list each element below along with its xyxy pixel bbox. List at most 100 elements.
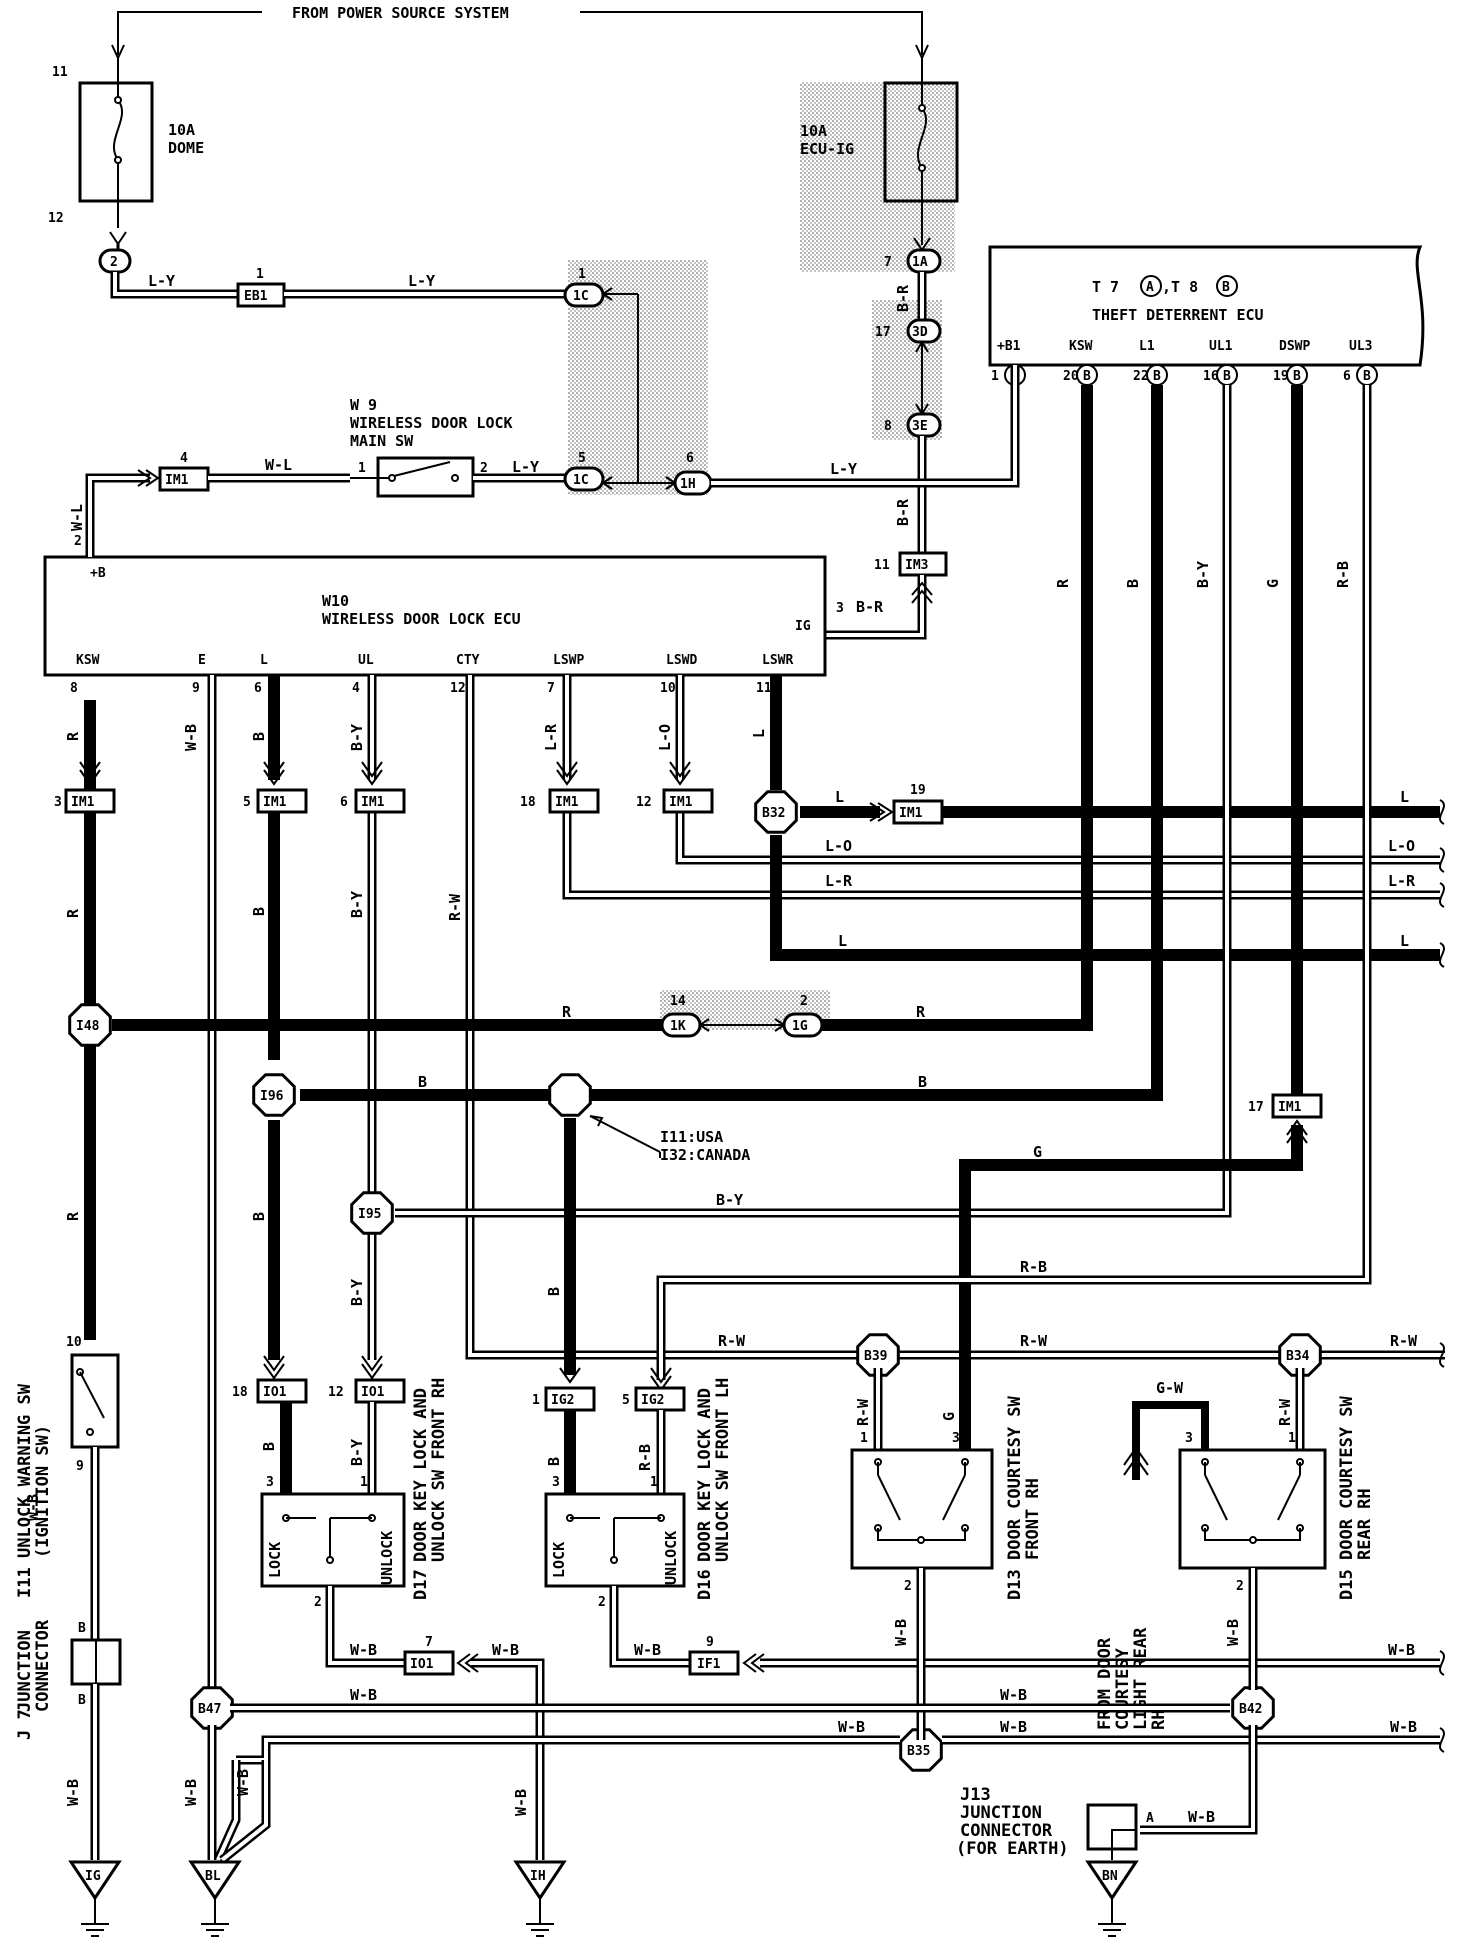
theft-code-a: A xyxy=(1146,280,1154,295)
im1-a-label: IM1 xyxy=(71,795,95,810)
wl-rw-d15: R-W xyxy=(1276,1398,1294,1426)
plusb-pin: 2 xyxy=(74,534,82,549)
ecu-ig-rating: 10A xyxy=(800,122,827,140)
wl-wb-g4: W-B xyxy=(1000,1718,1027,1736)
wl-l-4: L xyxy=(838,932,847,950)
im1-e-pin: 12 xyxy=(636,795,652,810)
d15-line1: DOOR COURTESY SW xyxy=(1337,1395,1357,1560)
im1-g-label: IM1 xyxy=(1278,1100,1302,1115)
note: I11:USA I32:CANADA xyxy=(589,1115,750,1164)
theft-pin-conn: B xyxy=(1083,369,1091,384)
d13-switch: R-W G 1 3 2 W-B D13 DOOR COURTESY SW FRO… xyxy=(850,1368,1043,1740)
d13-id: D13 xyxy=(1005,1569,1025,1600)
ig2-b-label: IG2 xyxy=(641,1393,664,1408)
wl-wb-g1: W-B xyxy=(350,1686,377,1704)
edge-mark xyxy=(1439,1650,1445,1676)
wl-by-5: B-Y xyxy=(716,1191,743,1209)
note-line1: I11:USA xyxy=(660,1128,723,1146)
im1-f-label: IM1 xyxy=(899,806,923,821)
wdl-pin-num: 9 xyxy=(192,681,200,696)
io1-c-label: IO1 xyxy=(410,1657,434,1672)
junction-b35 xyxy=(899,1728,943,1772)
wl-r-3: R xyxy=(64,1211,82,1221)
d17-id: D17 xyxy=(411,1569,431,1600)
c1c-top: 1C 1 xyxy=(563,267,639,483)
theft-pin-conn: B xyxy=(1363,369,1371,384)
ground-bl-symbol xyxy=(188,1860,242,1901)
eb1-pin: 1 xyxy=(256,267,264,282)
im1-top-label: IM1 xyxy=(165,473,189,488)
i11-pin-bot: 9 xyxy=(76,1459,84,1474)
theft-pin-num: 1 xyxy=(991,369,999,384)
dome-pin-out: 12 xyxy=(48,211,64,226)
wdl-pin-name: LSWR xyxy=(762,653,793,668)
i11-pin-top: 10 xyxy=(66,1335,82,1350)
ecu-ig-shade xyxy=(800,82,955,272)
theft-pin-name: L1 xyxy=(1139,339,1155,354)
j7-pin-top: B xyxy=(78,1621,86,1636)
wl-lr-1: L-R xyxy=(542,723,560,751)
wl-wb-j13: W-B xyxy=(1188,1808,1215,1826)
wl-rb-2: R-B xyxy=(1020,1258,1047,1276)
wl-lo-3: L-O xyxy=(1388,837,1415,855)
junction-label: B47 xyxy=(198,1702,221,1717)
c1h-pin: 6 xyxy=(686,451,694,466)
wl-l-1: L xyxy=(750,729,768,738)
d16-p3: 3 xyxy=(552,1475,560,1490)
c1h-label: 1H xyxy=(680,477,696,492)
theft-pin-name: UL1 xyxy=(1209,339,1233,354)
im1-e-label: IM1 xyxy=(669,795,693,810)
power-source-line: FROM POWER SOURCE SYSTEM xyxy=(111,4,929,61)
theft-pin-conn: B xyxy=(1223,369,1231,384)
junction-label: B34 xyxy=(1286,1349,1310,1364)
c2-label: 2 xyxy=(110,255,118,270)
wl-lr-2: L-R xyxy=(825,872,853,890)
main-sw-pin1: 1 xyxy=(358,461,366,476)
rear-line1: FROM DOOR xyxy=(1095,1637,1115,1730)
wl-l-3: L xyxy=(1400,788,1409,806)
main-sw-pin2: 2 xyxy=(480,461,488,476)
d16-lock: LOCK xyxy=(550,1542,568,1578)
wl-by-1: B-Y xyxy=(348,724,366,751)
j7-connector: B B W-B J 7 JUNCTION CONNECTOR xyxy=(15,1619,122,1860)
io1-b-label: IO1 xyxy=(361,1385,385,1400)
c1g-pin: 2 xyxy=(800,994,808,1009)
d17-p3: 3 xyxy=(266,1475,274,1490)
wl-l-5: L xyxy=(1400,932,1409,950)
wl-rw-1: R-W xyxy=(446,893,464,921)
c1c-a-label: 1C xyxy=(573,289,589,304)
eb1-label: EB1 xyxy=(244,289,268,304)
wl-wb-1: W-B xyxy=(182,724,200,751)
theft-pin-name: UL3 xyxy=(1349,339,1372,354)
wl-by-d17: B-Y xyxy=(348,1439,366,1466)
c3e-pin: 8 xyxy=(884,419,892,434)
wire-labels: R R R W-B B B B B-Y B-Y B-Y R-W L-R L-O … xyxy=(64,561,1418,1350)
wdl-pin-name: KSW xyxy=(76,653,100,668)
rear-line3: LIGHT REAR xyxy=(1131,1627,1151,1730)
wl-wb-io1: W-B xyxy=(492,1641,519,1659)
io1-a-label: IO1 xyxy=(263,1385,287,1400)
wl-wb-d16: W-B xyxy=(634,1641,661,1659)
im1-c-label: IM1 xyxy=(361,795,385,810)
d15-line2: REAR RH xyxy=(1355,1488,1375,1560)
dome-fuse: 11 12 10A DOME xyxy=(48,58,204,246)
c1k-label: 1K xyxy=(670,1019,686,1034)
wl-wb-i11: W-B xyxy=(24,1494,42,1521)
wl-wb-g5: W-B xyxy=(1390,1718,1417,1736)
wl-wb-ih: W-B xyxy=(512,1789,530,1816)
d13-line2: FRONT RH xyxy=(1023,1478,1043,1560)
wdl-pin-num: 8 xyxy=(70,681,78,696)
junction-label: I96 xyxy=(260,1089,284,1104)
edge-mark xyxy=(1439,1727,1445,1753)
junction-label: B39 xyxy=(864,1349,887,1364)
wl-rw-4: R-W xyxy=(1390,1332,1418,1350)
wdl-ecu: W10 WIRELESS DOOR LOCK ECU +B IG KSW8E9L… xyxy=(43,555,827,696)
wl-b-1: B xyxy=(250,732,268,741)
d15-p3: 3 xyxy=(1185,1431,1193,1446)
j13-pin: A xyxy=(1146,1811,1154,1826)
wdl-ecu-title: WIRELESS DOOR LOCK ECU xyxy=(322,610,521,628)
